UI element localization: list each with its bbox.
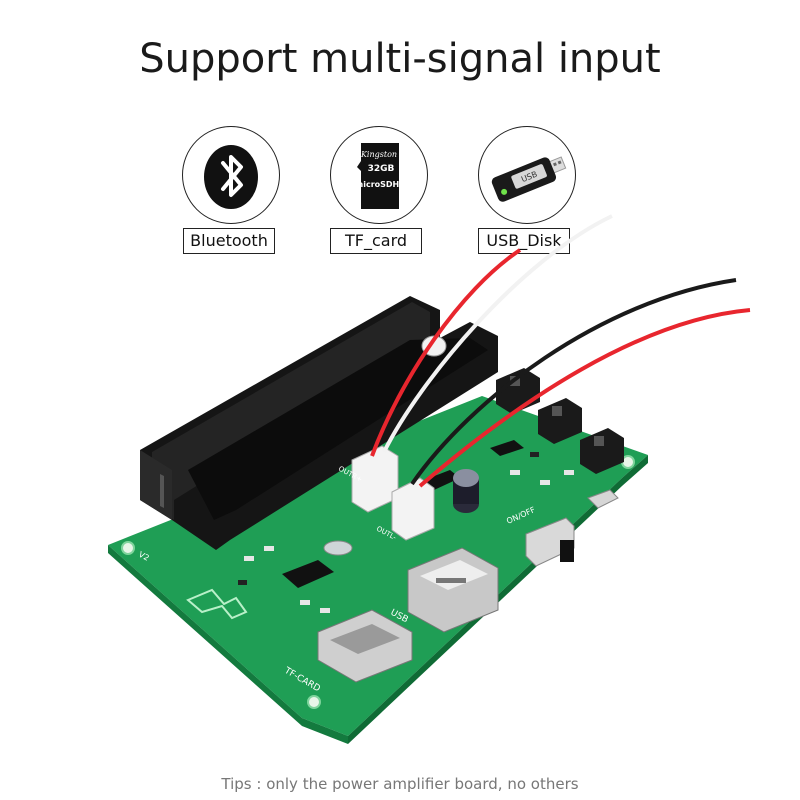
antenna-trace (186, 588, 248, 620)
silkscreen-version: V2 (137, 550, 151, 563)
tf-card-label: TF_card (330, 228, 422, 254)
wire-red (418, 308, 751, 488)
mounting-hole (121, 541, 135, 555)
tf-card-icon-circle: Kingston 32GB microSDHC (330, 126, 428, 224)
tf-card-icon: Kingston 32GB microSDHC (355, 143, 405, 209)
micro-usb-port (587, 489, 619, 509)
push-button (580, 428, 624, 474)
bluetooth-label: Bluetooth (183, 228, 275, 254)
mounting-hole (307, 695, 321, 709)
capacitor (453, 469, 479, 487)
usb-disk-icon-circle: USB (478, 126, 576, 224)
chip (424, 470, 460, 490)
headline: Support multi-signal input (139, 36, 661, 82)
jst-connector (391, 477, 435, 541)
wire-white (382, 214, 613, 453)
sd-brand-text: Kingston (360, 150, 397, 159)
tips-note: Tips : only the power amplifier board, n… (221, 775, 579, 793)
chip (282, 560, 334, 588)
wire-red (370, 248, 522, 457)
crystal (323, 540, 353, 556)
push-button (538, 398, 582, 444)
chip (490, 440, 524, 456)
bluetooth-icon (204, 145, 258, 209)
sd-capacity-text: 32GB (368, 164, 395, 174)
wire-black (410, 278, 737, 486)
sd-format-text: microSDHC (355, 180, 405, 189)
bluetooth-icon-circle (182, 126, 280, 224)
usb-disk-icon: USB (491, 156, 567, 202)
pcb-board (108, 396, 648, 736)
